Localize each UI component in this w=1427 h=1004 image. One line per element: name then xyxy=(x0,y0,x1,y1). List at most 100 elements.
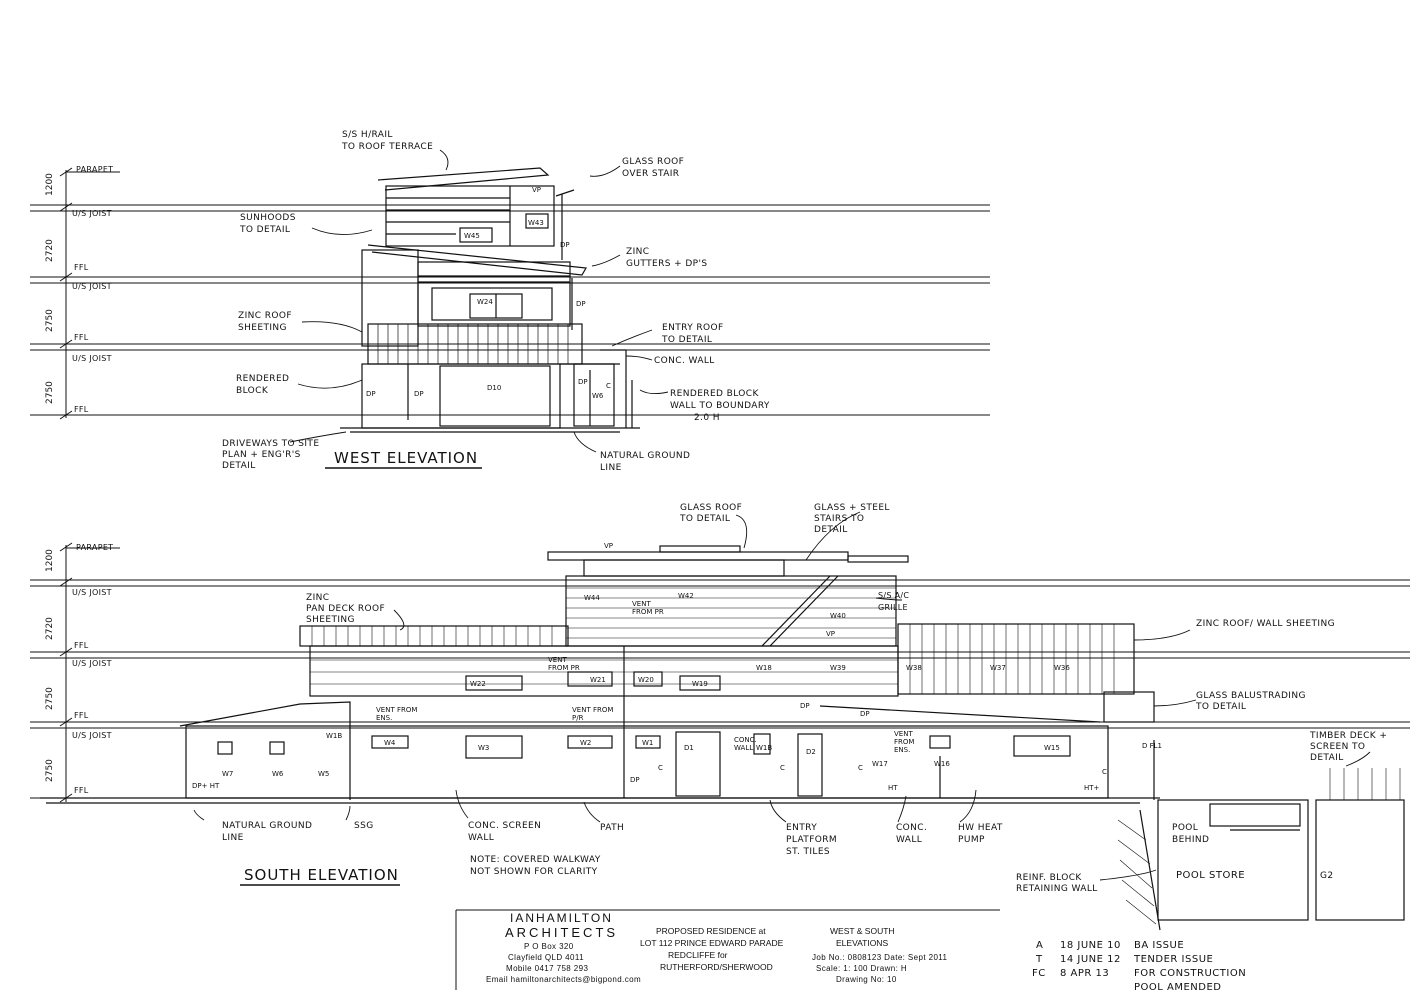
south-note-vent-pr-1: VENT xyxy=(632,600,651,608)
drawing-title-2: ELEVATIONS xyxy=(836,938,888,948)
west-note-conc-wall: CONC. WALL xyxy=(654,356,715,366)
west-notes: S/S H/RAIL TO ROOF TERRACE GLASS ROOF OV… xyxy=(222,130,770,473)
west-note-sunhoods-2: TO DETAIL xyxy=(239,225,290,235)
west-dim-1200: 1200 xyxy=(45,173,55,196)
west-note-rendered-block-1: RENDERED xyxy=(236,374,289,384)
west-note-zinc-roof-1: ZINC ROOF xyxy=(238,311,292,321)
south-note-ssg: SSG xyxy=(354,821,374,831)
west-usjoist-label-1: U/S JOIST xyxy=(72,209,112,218)
south-tag-w42: W42 xyxy=(678,592,694,600)
south-note-conc-wall-small-2: WALL xyxy=(734,744,753,752)
west-usjoist-label-2: U/S JOIST xyxy=(72,282,112,291)
west-note-ngl-1: NATURAL GROUND xyxy=(600,451,690,461)
south-tag-w1b: W1B xyxy=(756,744,772,752)
south-note-ss-ac-1: S/S A/C xyxy=(878,591,909,600)
south-note-pool-store: POOL STORE xyxy=(1176,870,1245,881)
south-tag-c-1: C xyxy=(658,764,663,772)
west-note-rail-1: S/S H/RAIL xyxy=(342,130,393,140)
west-note-rendered-block-2: BLOCK xyxy=(236,386,269,396)
firm-suburb: Clayfield QLD 4011 xyxy=(508,953,584,962)
south-tag-w1: W1 xyxy=(642,739,653,747)
south-tag-w16: W16 xyxy=(934,760,950,768)
south-note-walkway-2: NOT SHOWN FOR CLARITY xyxy=(470,867,598,877)
west-tags: VP W43 W45 DP W24 DP DP DP D10 DP W6 C xyxy=(366,186,611,400)
south-tags: VP VP W44 W42 W40 W22 W21 W20 W19 W18 W3… xyxy=(222,542,1107,784)
south-dim-2750b: 2750 xyxy=(45,759,55,782)
south-dimension-chain xyxy=(59,542,120,803)
west-note-entry-roof-1: ENTRY ROOF xyxy=(662,323,724,333)
south-usjoist-label-3: U/S JOIST xyxy=(72,731,112,740)
rev-a-code: A xyxy=(1036,940,1043,951)
south-building xyxy=(40,545,1405,931)
south-tag-dp-2: DP xyxy=(800,702,810,710)
south-note-vent-ens2-1: VENT xyxy=(894,730,913,738)
south-dim-2750a: 2750 xyxy=(45,687,55,710)
south-tag-w39: W39 xyxy=(830,664,846,672)
south-note-walkway-1: NOTE: COVERED WALKWAY xyxy=(470,855,601,865)
south-tag-c-4: C xyxy=(1102,768,1107,776)
south-leaders xyxy=(193,511,1371,881)
south-level-labels: PARAPET U/S JOIST FFL U/S JOIST FFL U/S … xyxy=(45,543,113,795)
south-note-ss-ac-2: GRILLE xyxy=(878,603,908,612)
west-note-block-wall-3: 2.0 H xyxy=(694,413,720,423)
south-tag-w40: W40 xyxy=(830,612,846,620)
south-note-d-fl1: D FL1 xyxy=(1142,742,1162,750)
south-note-timber-deck-1: TIMBER DECK + xyxy=(1309,731,1387,741)
south-note-conc-wall-small-1: CONC. xyxy=(734,736,757,744)
south-note-ngl-1: NATURAL GROUND xyxy=(222,821,312,831)
west-note-driveways-2: PLAN + ENG'R'S xyxy=(222,450,301,460)
west-tag-dp-3: DP xyxy=(366,390,376,398)
west-tag-w45: W45 xyxy=(464,232,480,240)
south-note-zinc-pan-3: SHEETING xyxy=(306,615,355,625)
south-note-conc-wall-1: CONC. xyxy=(896,823,927,833)
west-parapet-label: PARAPET xyxy=(76,165,113,174)
south-note-hw-pump-2: PUMP xyxy=(958,835,985,845)
south-tag-w19: W19 xyxy=(692,680,708,688)
south-tag-w17: W17 xyxy=(872,760,888,768)
firm-name: IANHAMILTON xyxy=(510,911,613,925)
rev-a-desc: BA ISSUE xyxy=(1134,940,1184,951)
south-note-ht-plus: HT+ xyxy=(1084,784,1100,792)
rev-fc-date: 8 APR 13 xyxy=(1060,968,1109,979)
south-note-hw-pump-1: HW HEAT xyxy=(958,823,1003,833)
west-note-block-wall-2: WALL TO BOUNDARY xyxy=(670,401,770,411)
south-note-glass-balustrade-1: GLASS BALUSTRADING xyxy=(1196,691,1306,701)
south-note-vent-pr-2: FROM PR xyxy=(632,608,664,616)
west-ffl-label-3: FFL xyxy=(74,405,89,414)
west-note-sunhoods-1: SUNHOODS xyxy=(240,213,296,223)
south-note-conc-wall-2: WALL xyxy=(896,835,922,845)
south-tag-w37: W37 xyxy=(990,664,1006,672)
south-note-timber-deck-2: SCREEN TO xyxy=(1310,742,1365,752)
south-note-glass-stairs-2: STAIRS TO xyxy=(814,514,864,524)
firm-mobile: Mobile 0417 758 293 xyxy=(506,964,588,973)
project-line-1: PROPOSED RESIDENCE at xyxy=(656,926,766,936)
south-tag-d1: D1 xyxy=(684,744,694,752)
south-tag-w15: W15 xyxy=(1044,744,1060,752)
south-note-vent-pr2-1: VENT xyxy=(548,656,567,664)
south-tag-w21: W21 xyxy=(590,676,606,684)
south-tag-w18: W18 xyxy=(756,664,772,672)
south-note-vent-pr3-2: P/R xyxy=(572,714,584,722)
scale-drawn: Scale: 1: 100 Drawn: H xyxy=(816,964,907,973)
south-note-vent-pr3-1: VENT FROM xyxy=(572,706,613,714)
south-note-conc-screen-2: WALL xyxy=(468,833,494,843)
south-tag-vp: VP xyxy=(604,542,613,550)
south-tag-dp-1: DP xyxy=(630,776,640,784)
west-tag-c: C xyxy=(606,382,611,390)
south-note-glass-balustrade-2: TO DETAIL xyxy=(1195,702,1246,712)
south-ffl-label-2: FFL xyxy=(74,711,89,720)
west-note-zinc-gutters-2: GUTTERS + DP'S xyxy=(626,259,707,269)
south-elevation xyxy=(30,511,1410,931)
south-ffl-label-1: FFL xyxy=(74,641,89,650)
firm-po-box: P O Box 320 xyxy=(524,942,574,951)
south-note-ngl-2: LINE xyxy=(222,833,244,843)
west-leaders xyxy=(289,149,669,453)
west-note-rail-2: TO ROOF TERRACE xyxy=(341,142,433,152)
west-datum-lines xyxy=(30,204,990,416)
west-tag-w24: W24 xyxy=(477,298,493,306)
south-tag-w20: W20 xyxy=(638,676,654,684)
south-note-timber-deck-3: DETAIL xyxy=(1310,753,1344,763)
south-note-vent-ens-1: VENT FROM xyxy=(376,706,417,714)
south-tag-c-3: C xyxy=(858,764,863,772)
